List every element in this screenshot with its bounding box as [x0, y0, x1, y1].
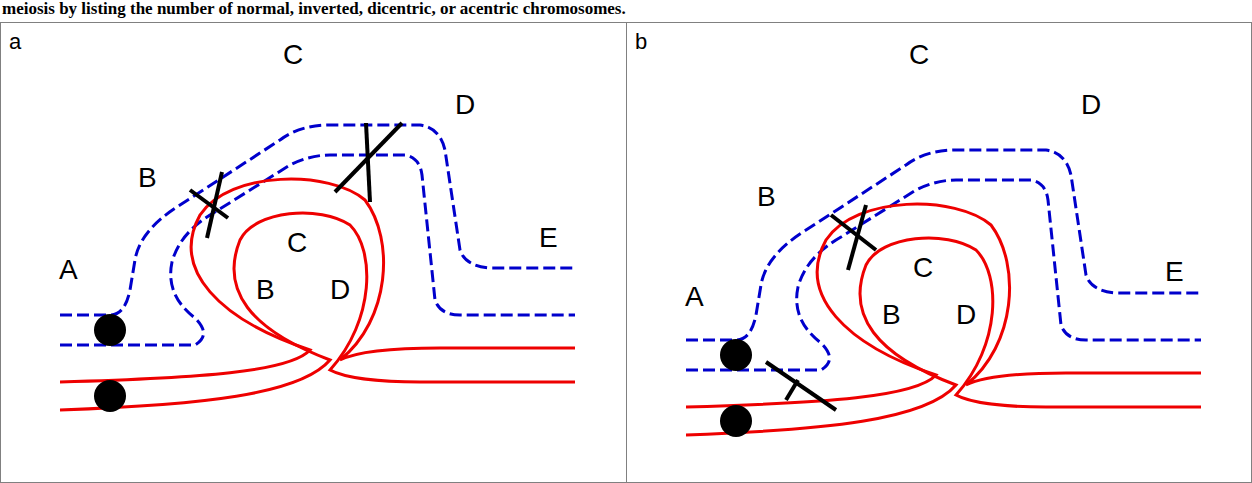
locus-letter: D — [1081, 90, 1101, 121]
caption-text: meiosis by listing the number of normal,… — [2, 0, 626, 19]
locus-letter: B — [256, 275, 275, 306]
locus-letter: A — [59, 255, 78, 286]
panel-frame: a — [0, 22, 627, 483]
locus-letter: C — [283, 40, 303, 71]
panel-b-drawing — [686, 150, 1201, 437]
locus-letter: E — [1165, 257, 1184, 288]
locus-letter: C — [913, 253, 933, 284]
locus-letter: A — [685, 282, 704, 313]
locus-letter: B — [882, 300, 901, 331]
locus-letter: D — [330, 275, 350, 306]
locus-letter: D — [956, 300, 976, 331]
locus-letter: B — [757, 182, 776, 213]
panel-a-drawing — [60, 123, 575, 412]
locus-letter: C — [909, 40, 929, 71]
locus-letter: B — [138, 163, 157, 194]
locus-letter: E — [539, 223, 558, 254]
locus-letter: D — [455, 90, 475, 121]
panel-letter: a — [9, 29, 21, 55]
locus-letter: C — [287, 228, 307, 259]
panel-frame: b — [626, 22, 1252, 483]
panel-letter: b — [635, 29, 647, 55]
